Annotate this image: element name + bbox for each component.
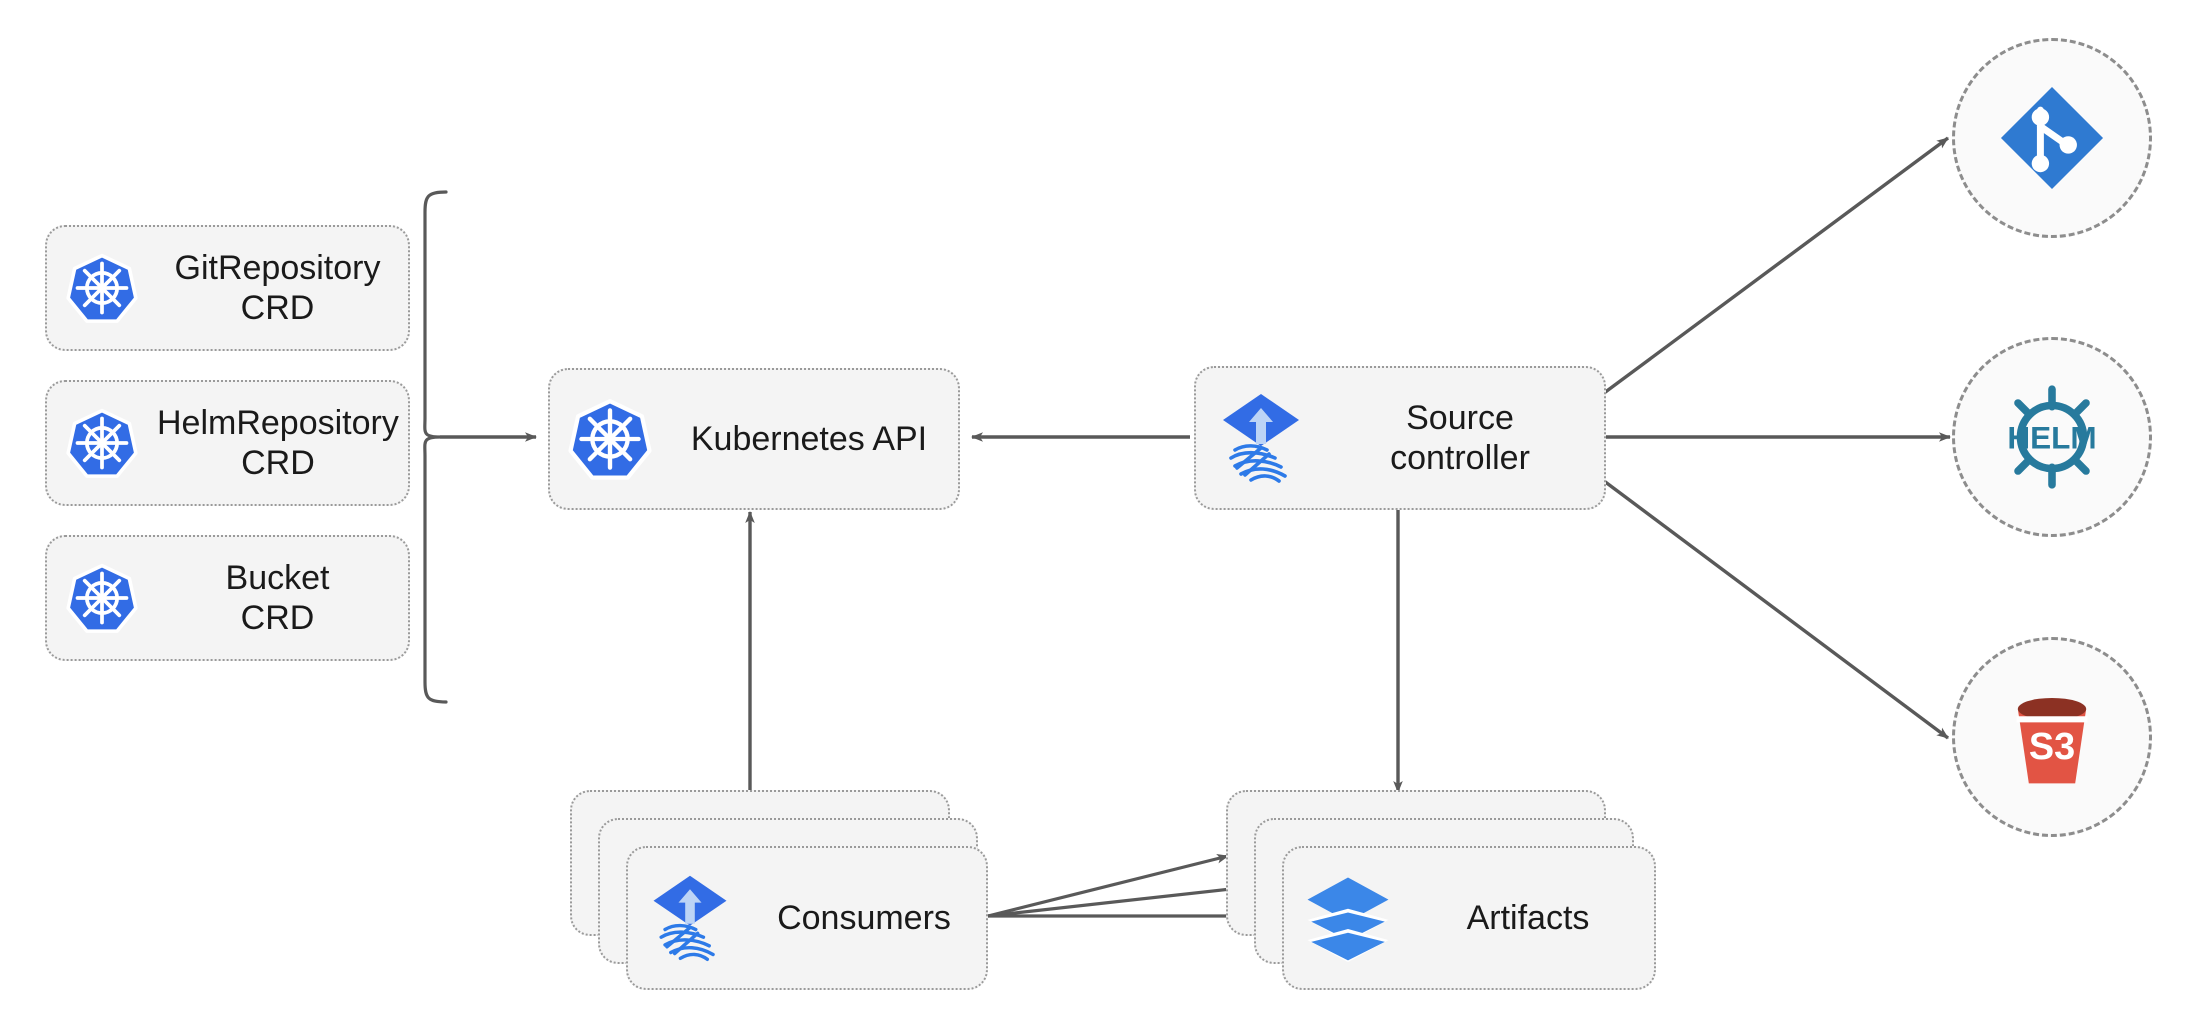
source-circle-s3[interactable]: S3: [1952, 637, 2152, 837]
s3-label: S3: [2029, 726, 2075, 768]
git-icon: [2000, 86, 2104, 190]
node-label-kubernetes-api: Kubernetes API: [690, 419, 928, 458]
crd-label-helmrepository: HelmRepository CRD: [157, 403, 399, 482]
crd-box-gitrepository[interactable]: GitRepository CRD: [45, 225, 410, 351]
node-kubernetes-api[interactable]: Kubernetes API: [548, 368, 960, 510]
crd-label-gitrepository: GitRepository CRD: [174, 248, 381, 327]
node-label-artifacts: Artifacts: [1466, 898, 1590, 937]
edge-consumers-to-artifacts-2: [987, 882, 1259, 918]
layers-icon: [1284, 872, 1412, 964]
flux-icon: [1196, 388, 1326, 488]
crd-label-bucket: Bucket CRD: [225, 558, 330, 637]
kubernetes-icon: [47, 562, 157, 634]
node-source-controller[interactable]: Source controller: [1194, 366, 1606, 510]
node-artifacts[interactable]: Artifacts: [1282, 846, 1656, 990]
helm-label: HELM: [2007, 419, 2096, 455]
node-consumers[interactable]: Consumers: [626, 846, 988, 990]
kubernetes-icon: [47, 252, 157, 324]
node-label-consumers: Consumers: [777, 898, 951, 937]
edge-consumers-to-artifacts-1: [987, 854, 1229, 918]
kubernetes-icon: [47, 407, 157, 479]
crd-box-helmrepository[interactable]: HelmRepository CRD: [45, 380, 410, 506]
kubernetes-icon: [550, 397, 670, 481]
s3-icon: S3: [2016, 697, 2088, 784]
edge-source-controller-to-s3: [1598, 476, 1950, 740]
edge-source-controller-to-git: [1598, 136, 1950, 398]
helm-icon: HELM: [2007, 385, 2097, 489]
source-circle-helm[interactable]: HELM: [1952, 337, 2152, 537]
node-label-source-controller: Source controller: [1390, 398, 1530, 477]
crd-group-brace: [423, 190, 448, 704]
flux-icon: [628, 870, 752, 966]
crd-box-bucket[interactable]: Bucket CRD: [45, 535, 410, 661]
source-circle-git[interactable]: [1952, 38, 2152, 238]
